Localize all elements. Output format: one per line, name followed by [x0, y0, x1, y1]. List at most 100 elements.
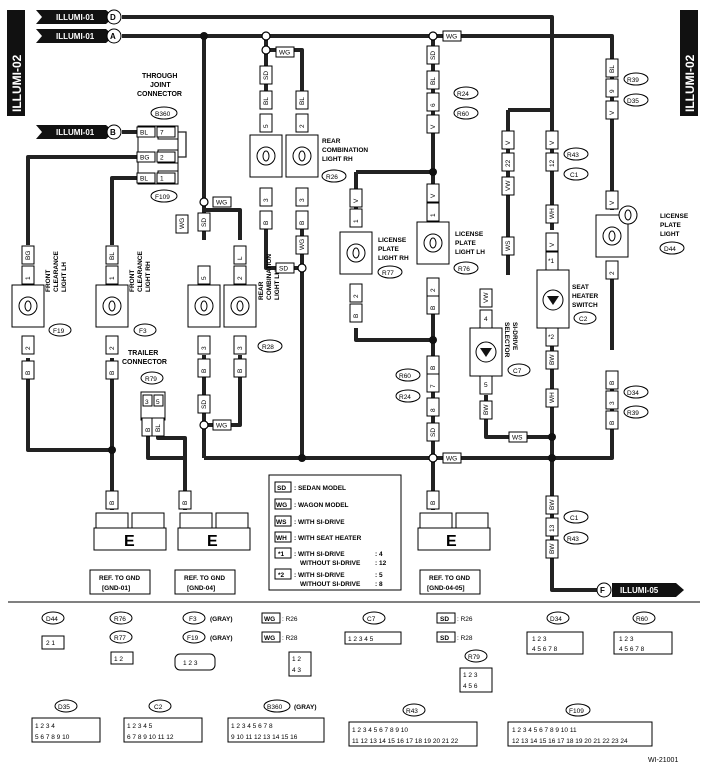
- svg-text:1 2 3: 1 2 3: [463, 672, 478, 679]
- svg-text:9 10 11 12 13 14 15 16: 9 10 11 12 13 14 15 16: [231, 734, 298, 741]
- svg-text:LICENSE: LICENSE: [378, 237, 407, 244]
- svg-text:(GRAY): (GRAY): [210, 616, 233, 623]
- wire-tag: L: [233, 245, 247, 265]
- wire-tag: 7: [426, 373, 440, 393]
- svg-text:WG: WG: [276, 502, 287, 509]
- wire-tag: 13: [545, 517, 559, 537]
- wire-tag: SD: [197, 212, 211, 232]
- svg-text:WG: WG: [446, 34, 457, 41]
- svg-text:WH: WH: [276, 535, 287, 542]
- svg-text:2 1: 2 1: [46, 640, 55, 647]
- svg-text:F109: F109: [155, 194, 170, 201]
- svg-text:1 2 3: 1 2 3: [532, 636, 547, 643]
- wire-tag: WG: [212, 419, 232, 431]
- wire-tag: SD: [197, 394, 211, 414]
- rear-combo-rh-bulb-1: [249, 134, 283, 178]
- svg-text:: SEDAN MODEL: : SEDAN MODEL: [294, 485, 346, 492]
- wire-tag: BW: [479, 400, 493, 420]
- svg-text:C2: C2: [154, 704, 163, 711]
- svg-text:LIGHT: LIGHT: [660, 231, 680, 238]
- svg-text:R60: R60: [636, 616, 648, 623]
- svg-text:BW: BW: [549, 354, 556, 365]
- svg-text:C7: C7: [513, 368, 522, 375]
- svg-text:R28: R28: [262, 344, 274, 351]
- svg-text:ILLUMI-02: ILLUMI-02: [683, 54, 697, 112]
- wire-tag: V: [545, 232, 559, 252]
- svg-text:SD: SD: [440, 616, 449, 623]
- svg-text:: R28: : R28: [282, 635, 298, 642]
- wire-tag: BL: [426, 70, 440, 90]
- spacer: [618, 205, 638, 225]
- rear-combo-lh-label: REAR COMBINATION LIGHT LH R28: [257, 254, 283, 353]
- svg-text:SD: SD: [201, 218, 208, 227]
- svg-text:B: B: [237, 369, 244, 373]
- svg-text:SD: SD: [430, 51, 437, 60]
- svg-text:D34: D34: [627, 390, 639, 397]
- svg-text:R77: R77: [114, 635, 126, 642]
- svg-text:REF. TO GND: REF. TO GND: [429, 575, 470, 582]
- svg-text:5 6 7 8 9 10: 5 6 7 8 9 10: [35, 734, 70, 741]
- svg-text:4 5 6 7 8: 4 5 6 7 8: [532, 646, 558, 653]
- svg-text:V: V: [505, 140, 512, 145]
- svg-text:5: 5: [156, 399, 160, 406]
- svg-text:REAR: REAR: [322, 138, 341, 145]
- wire-tag: WS: [508, 431, 528, 443]
- svg-text:1 2 3 4 5 6 7 8 9 10 1: 1 2 3 4 5 6 7 8 9 10 11: [512, 727, 577, 734]
- svg-text:3: 3: [145, 399, 149, 406]
- svg-text:[GND-04]: [GND-04]: [187, 585, 215, 592]
- svg-text:: WITH SI-DRIVE: : WITH SI-DRIVE: [294, 551, 345, 558]
- svg-text:D35: D35: [58, 704, 70, 711]
- wire-tag: BW: [545, 539, 559, 559]
- svg-text:WS: WS: [512, 435, 523, 442]
- wire-tag: SD: [426, 422, 440, 442]
- wire-tag: BL: [295, 90, 309, 110]
- svg-text:8: 8: [430, 408, 437, 412]
- svg-text:SD: SD: [440, 635, 449, 642]
- svg-text:CLEARANCE: CLEARANCE: [137, 251, 144, 292]
- svg-text:L: L: [237, 256, 244, 260]
- svg-text:REAR: REAR: [258, 281, 265, 300]
- front-clearance-lh-bulb: [11, 284, 45, 328]
- svg-text:*1: *1: [548, 258, 555, 265]
- svg-text:: WITH SEAT HEATER: : WITH SEAT HEATER: [294, 535, 362, 542]
- wire-tag: V: [349, 188, 363, 208]
- svg-text:1 2 3: 1 2 3: [619, 636, 634, 643]
- svg-text:1 2 3 4 5: 1 2 3 4 5: [348, 636, 374, 643]
- svg-text:: WAGON MODEL: : WAGON MODEL: [294, 502, 349, 509]
- wire-tag: 9: [605, 78, 619, 98]
- svg-text:R39: R39: [627, 77, 639, 84]
- wire-tag: 5: [259, 113, 273, 133]
- svg-text:SD: SD: [263, 71, 270, 80]
- svg-text:BG: BG: [140, 155, 149, 162]
- svg-text:R26: R26: [326, 174, 338, 181]
- svg-text:COMBINATION: COMBINATION: [266, 254, 273, 300]
- svg-text:V: V: [549, 140, 556, 145]
- svg-text:PLATE: PLATE: [455, 240, 476, 247]
- side-label-left: ILLUMI-02: [7, 10, 25, 116]
- svg-text:LICENSE: LICENSE: [455, 231, 484, 238]
- wire-tag: 1: [105, 265, 119, 285]
- svg-text:7: 7: [430, 384, 437, 388]
- svg-text:B: B: [299, 221, 306, 225]
- wire-tag: V: [605, 100, 619, 120]
- svg-text:R60: R60: [399, 373, 411, 380]
- svg-text:1: 1: [109, 276, 116, 280]
- wire-tag: BW: [545, 495, 559, 515]
- svg-text:BL: BL: [155, 424, 162, 432]
- wire-tag: 2: [349, 283, 363, 303]
- svg-text:C7: C7: [367, 616, 376, 623]
- svg-text:TRAILER: TRAILER: [128, 350, 158, 357]
- wire-tag: V: [426, 183, 440, 203]
- svg-text:22: 22: [505, 159, 512, 167]
- wire-tag: B: [259, 210, 273, 230]
- svg-text:LIGHT LH: LIGHT LH: [61, 262, 68, 292]
- svg-text:3: 3: [299, 198, 306, 202]
- svg-text:: R26: : R26: [282, 616, 298, 623]
- wire-tag: BL: [136, 126, 156, 138]
- svg-text:12: 12: [549, 159, 556, 167]
- svg-text:SEAT: SEAT: [572, 284, 589, 291]
- svg-text:ILLUMI-02: ILLUMI-02: [10, 54, 24, 112]
- svg-text:R43: R43: [567, 536, 579, 543]
- svg-text:CONNECTOR: CONNECTOR: [122, 359, 167, 366]
